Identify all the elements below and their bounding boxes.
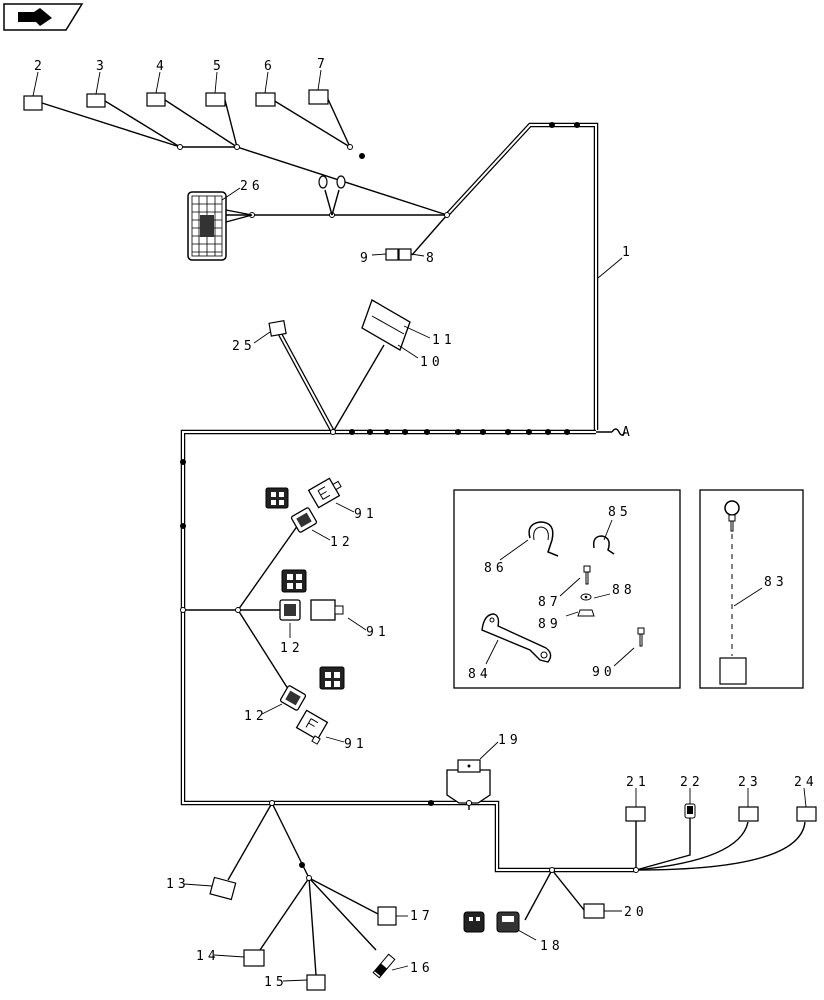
part-labels: 2 3 4 5 6 7 26 9 8 1 25 11 10 A 91 12 91…: [34, 57, 818, 990]
top-branch: [41, 96, 450, 256]
label-11: 11: [432, 333, 456, 348]
leader-lines-top: [32, 69, 425, 257]
label-19: 19: [498, 733, 522, 748]
label-15: 15: [264, 975, 288, 990]
label-18: 18: [540, 939, 564, 954]
label-16: 16: [410, 961, 434, 976]
branch-18-24: [463, 787, 817, 941]
label-9: 9: [360, 251, 368, 266]
label-8: 8: [426, 251, 434, 266]
label-5: 5: [213, 59, 221, 74]
leader-1: [597, 257, 623, 279]
hardware-panel: [453, 489, 681, 689]
label-12-mid: 12: [280, 641, 304, 656]
harness-clips: [180, 122, 580, 868]
label-21: 21: [626, 775, 650, 790]
label-1: 1: [622, 245, 630, 260]
connector-boxes-top: [23, 89, 412, 261]
label-10: 10: [420, 355, 444, 370]
label-88: 88: [612, 583, 636, 598]
label-17: 17: [410, 909, 434, 924]
label-22: 22: [680, 775, 704, 790]
label-87: 87: [538, 595, 562, 610]
relay-branch: [180, 477, 367, 745]
label-85: 85: [608, 505, 632, 520]
label-91-top: 91: [354, 507, 378, 522]
label-14: 14: [196, 949, 220, 964]
label-6: 6: [264, 59, 272, 74]
label-26: 26: [240, 179, 264, 194]
ground-strap-panel: [699, 489, 804, 689]
label-7: 7: [317, 57, 325, 72]
label-91-bottom: 91: [344, 737, 368, 752]
label-12-bottom: 12: [244, 709, 268, 724]
label-2: 2: [34, 59, 42, 74]
label-A: A: [622, 425, 630, 440]
label-86: 86: [484, 561, 508, 576]
label-83: 83: [764, 575, 788, 590]
label-84: 84: [468, 667, 492, 682]
label-20: 20: [624, 905, 648, 920]
label-12-top: 12: [330, 535, 354, 550]
branch-25-10-11: [253, 299, 431, 435]
ring-terminals: [318, 175, 346, 216]
label-4: 4: [156, 59, 164, 74]
label-90: 90: [592, 665, 616, 680]
label-25: 25: [232, 339, 256, 354]
hand-arrow-icon[interactable]: [3, 3, 84, 31]
multi-pin-connector-26: [187, 191, 253, 261]
label-13: 13: [166, 877, 190, 892]
label-3: 3: [96, 59, 104, 74]
label-23: 23: [738, 775, 762, 790]
branch-13-17: [183, 800, 409, 991]
label-24: 24: [794, 775, 818, 790]
label-89: 89: [538, 617, 562, 632]
label-91-mid: 91: [366, 625, 390, 640]
component-19: [446, 741, 499, 810]
main-harness: [180, 122, 636, 873]
